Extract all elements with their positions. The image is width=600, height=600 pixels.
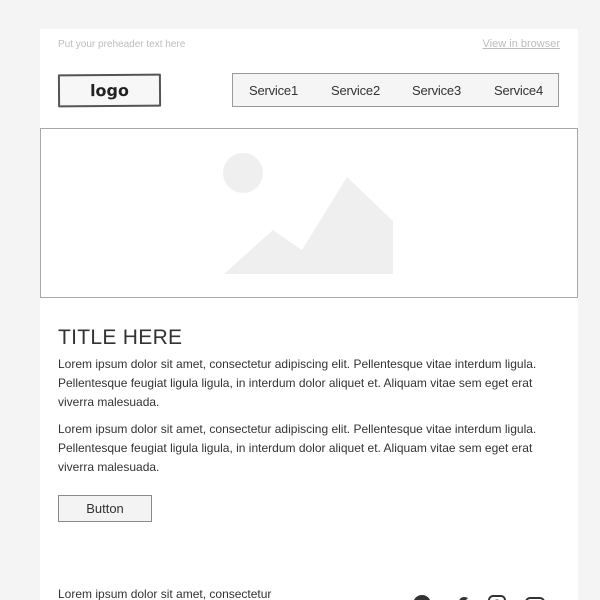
instagram-icon[interactable] bbox=[487, 594, 507, 600]
youtube-icon[interactable] bbox=[525, 594, 545, 600]
nav-item-service2[interactable]: Service2 bbox=[331, 83, 380, 98]
preheader-text: Put your preheader text here bbox=[58, 39, 186, 50]
nav-item-service4[interactable]: Service4 bbox=[494, 83, 543, 98]
cta-button[interactable]: Button bbox=[58, 495, 152, 522]
body-paragraph: Lorem ipsum dolor sit amet, consectetur … bbox=[58, 422, 537, 474]
content-title: TITLE HERE bbox=[58, 326, 183, 349]
view-in-browser-link[interactable]: View in browser bbox=[482, 38, 560, 50]
twitter-icon[interactable] bbox=[450, 594, 470, 600]
logo[interactable]: logo bbox=[57, 73, 162, 108]
image-placeholder-icon bbox=[223, 153, 393, 274]
service-nav: Service1 Service2 Service3 Service4 bbox=[232, 73, 559, 107]
facebook-icon[interactable] bbox=[412, 594, 432, 600]
nav-item-service1[interactable]: Service1 bbox=[249, 83, 298, 98]
email-container: Put your preheader text here View in bro… bbox=[40, 29, 578, 600]
body-paragraph: Lorem ipsum dolor sit amet, consectetur … bbox=[58, 357, 537, 409]
hero-image bbox=[40, 128, 578, 298]
footer-text: Lorem ipsum dolor sit amet, consectetur bbox=[58, 587, 272, 600]
nav-item-service3[interactable]: Service3 bbox=[412, 83, 461, 98]
